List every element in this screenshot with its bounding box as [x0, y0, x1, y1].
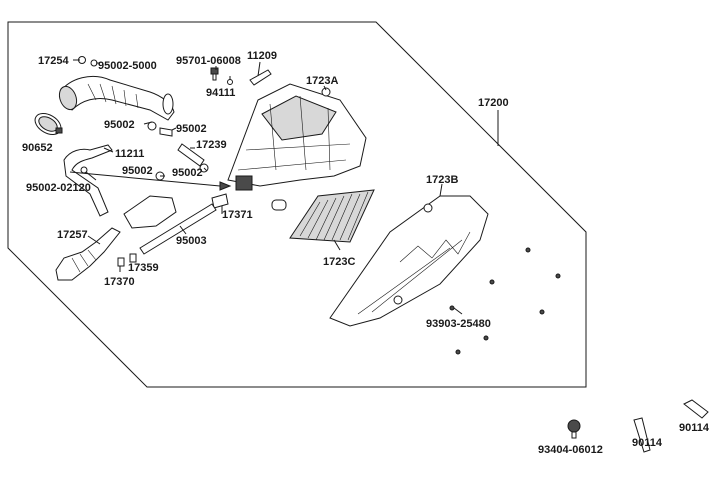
assembly-frame	[7, 21, 587, 388]
fitting-95002-b	[159, 127, 173, 137]
label-94111: 94111	[206, 87, 235, 99]
filter-cover-1723b-part	[329, 195, 489, 327]
label-17254: 17254	[38, 55, 69, 67]
label-17359: 17359	[128, 262, 159, 274]
label-93903-25480: 93903-25480	[426, 318, 491, 330]
label-17239: 17239	[196, 139, 227, 151]
label-1723b: 1723B	[426, 174, 458, 186]
bolt-95701-part	[210, 67, 219, 81]
label-11211: 11211	[115, 148, 144, 160]
label-90114-a: 90114	[632, 437, 663, 449]
label-95002-5000: 95002-5000	[98, 60, 157, 72]
fitting-17359	[129, 253, 137, 263]
label-95002-d: 95002	[172, 167, 203, 179]
grommet-17371	[271, 199, 287, 211]
fitting-17370	[117, 257, 125, 267]
label-95002-c: 95002	[122, 165, 153, 177]
hose-95003	[139, 203, 217, 255]
inlet-duct-part	[123, 195, 177, 229]
label-17371: 17371	[222, 209, 253, 221]
intake-duct-part	[58, 76, 175, 121]
leader-lines	[69, 59, 499, 315]
connector-17371	[211, 193, 229, 209]
clamp-90652-part	[34, 113, 63, 135]
label-93404-06012: 93404-06012	[538, 444, 603, 456]
filter-housing-1723a-part	[227, 83, 367, 191]
label-17200: 17200	[478, 97, 509, 109]
label-95002-b: 95002	[176, 123, 207, 135]
nut-94111	[227, 79, 233, 85]
bracket-11209	[249, 69, 272, 86]
label-1723c: 1723C	[323, 256, 355, 268]
screw-set	[449, 247, 561, 355]
label-17370: 17370	[104, 276, 135, 288]
boot-17257-part	[55, 227, 121, 281]
label-1723a: 1723A	[306, 75, 338, 87]
label-17257: 17257	[57, 229, 88, 241]
filter-element-1723c-part	[289, 189, 375, 243]
label-11209: 11209	[247, 50, 277, 62]
label-95002-a: 95002	[104, 119, 135, 131]
hose-17239	[177, 143, 205, 167]
bolt-90114-b-part	[683, 399, 709, 419]
label-95003: 95003	[176, 235, 207, 247]
bolt-93404-part	[567, 419, 581, 439]
label-95002-02120: 95002-02120	[26, 182, 91, 194]
tube-11211-part	[63, 144, 113, 217]
label-90652: 90652	[22, 142, 53, 154]
label-95701-06008: 95701-06008	[176, 55, 241, 67]
bolt-90114-a-part	[633, 417, 651, 453]
label-90114-b: 90114	[679, 422, 710, 434]
